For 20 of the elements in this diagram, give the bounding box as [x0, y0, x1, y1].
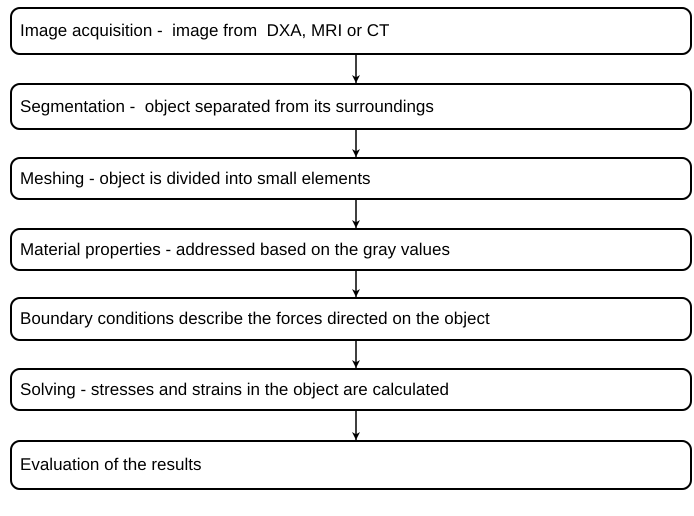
step-text: Image acquisition - image from DXA, MRI or CT [20, 21, 390, 41]
process-box [10, 297, 692, 341]
step-text: Meshing - object is divided into small elements [20, 168, 371, 188]
arrow [352, 411, 360, 440]
arrow [352, 271, 360, 297]
process-box [10, 440, 692, 490]
process-box [10, 157, 692, 200]
arrow [352, 130, 360, 157]
process-box [10, 368, 692, 411]
step-text: Boundary conditions describe the forces directed on the object [20, 309, 490, 329]
process-box [10, 228, 692, 271]
arrow [352, 200, 360, 228]
step-text: Solving - stresses and strains in the object are calculated [20, 380, 450, 400]
step-text: Segmentation - object separated from its surroundings [20, 96, 434, 116]
process-box [10, 7, 692, 55]
arrow [352, 55, 360, 83]
arrow [352, 341, 360, 368]
process-box [10, 83, 692, 130]
step-text: Evaluation of the results [20, 455, 202, 475]
step-text: Material properties - addressed based on the gray values [20, 240, 450, 260]
